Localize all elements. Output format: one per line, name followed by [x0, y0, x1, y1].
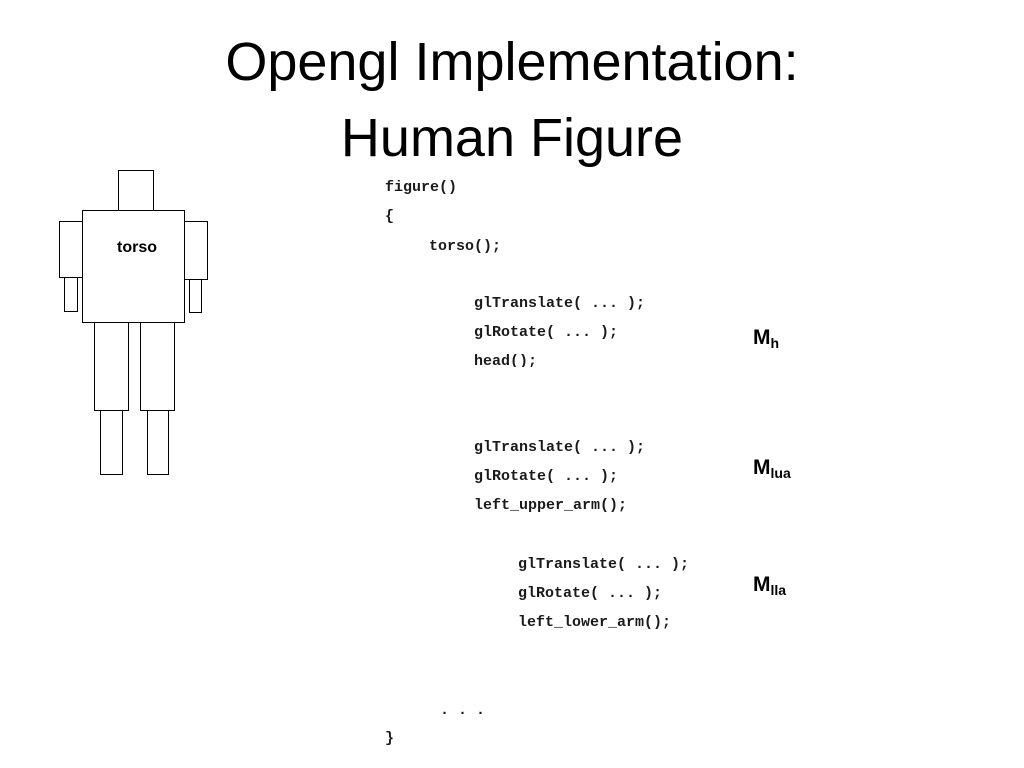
code-line-close-brace: } [385, 730, 395, 747]
matrix-mlla-base: M [753, 573, 771, 596]
matrix-mlua-base: M [753, 456, 771, 479]
code-line-figure: figure() [385, 179, 458, 196]
right-lower-leg-box [147, 410, 169, 475]
code-line-open-brace: { [385, 208, 395, 225]
code-line-torso: torso(); [429, 238, 502, 255]
code-line-rotate-lower-arm: glRotate( ... ); [518, 585, 663, 602]
slide-title: Opengl Implementation: Human Figure [0, 24, 1024, 176]
code-line-head: head(); [474, 353, 538, 367]
slide-title-line-1: Opengl Implementation: [225, 32, 799, 92]
matrix-mh-sub: h [770, 335, 780, 351]
matrix-label-mh: Mh [753, 326, 779, 350]
torso-box [82, 210, 185, 323]
code-line-ellipsis: . . . [440, 702, 486, 719]
matrix-label-mlua: Mlua [753, 456, 791, 480]
matrix-mlua-sub: lua [770, 465, 791, 481]
code-line-rotate-upper-arm: glRotate( ... ); [474, 468, 619, 485]
slide-title-line-2: Human Figure [340, 108, 684, 168]
matrix-mh-base: M [753, 326, 771, 349]
code-line-left-lower-arm: left_lower_arm(); [518, 614, 672, 631]
code-line-translate-head: glTranslate( ... ); [474, 295, 646, 312]
right-lower-arm-box [189, 279, 202, 313]
human-figure-diagram [59, 170, 208, 475]
right-upper-leg-box [140, 322, 175, 411]
left-upper-arm-box [59, 221, 83, 278]
code-line-left-upper-arm: left_upper_arm(); [474, 497, 628, 514]
left-lower-arm-box [64, 277, 78, 312]
code-line-rotate-head: glRotate( ... ); [474, 324, 619, 341]
code-line-translate-upper-arm: glTranslate( ... ); [474, 439, 646, 456]
code-line-head-clipped: head(); [474, 353, 537, 367]
torso-label: torso [117, 239, 157, 256]
left-lower-leg-box [100, 410, 123, 475]
matrix-mlla-sub: lla [770, 582, 787, 598]
code-line-translate-lower-arm: glTranslate( ... ); [518, 556, 690, 573]
left-upper-leg-box [94, 322, 129, 411]
matrix-label-mlla: Mlla [753, 573, 786, 597]
head-box [118, 170, 154, 211]
